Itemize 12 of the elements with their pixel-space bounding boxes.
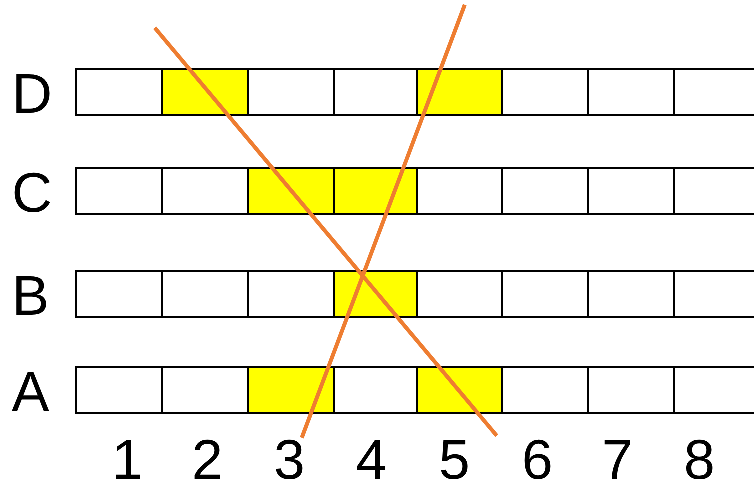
row-label: D	[12, 66, 52, 122]
row-label: A	[12, 364, 50, 420]
column-label: 7	[602, 432, 634, 488]
column-label: 8	[684, 432, 716, 488]
row-label: B	[12, 268, 50, 324]
column-label: 5	[439, 432, 470, 488]
row-label: C	[12, 165, 52, 221]
column-label: 6	[522, 432, 554, 488]
column-label: 1	[112, 432, 144, 488]
column-label: 2	[192, 432, 224, 488]
column-label: 3	[274, 432, 306, 488]
column-label: 4	[356, 432, 388, 488]
